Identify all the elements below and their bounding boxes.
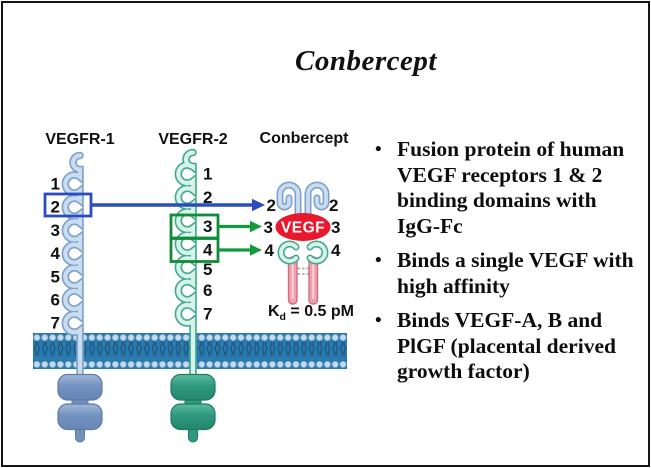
bullet-item-1: • Fusion protein of human VEGF receptors… xyxy=(375,137,643,239)
conbercept-domain34-loops xyxy=(277,240,329,265)
vegf-label: VEGF xyxy=(281,220,325,237)
conbercept-left-3-label: 3 xyxy=(264,218,273,237)
vegfr1-domain-3-label: 3 xyxy=(51,221,60,240)
vegfr1-domain-1-label: 1 xyxy=(51,175,60,194)
vegfr1-domain-4-label: 4 xyxy=(51,244,61,263)
vegfr1-chain xyxy=(61,151,84,380)
conbercept-left-4-label: 4 xyxy=(265,241,275,260)
vegf-ligand xyxy=(275,213,331,241)
vegfr1-domain-6-label: 6 xyxy=(51,291,60,310)
vegfr2-domain-2-label: 2 xyxy=(203,188,212,207)
slide-title: Conbercept xyxy=(295,45,437,77)
bullet-dot: • xyxy=(375,139,382,160)
conbercept-domain2-loops xyxy=(276,181,330,218)
vegfr2-chain xyxy=(174,148,197,380)
vegfr2-domain-7-label: 7 xyxy=(203,305,212,324)
conbercept-right-4-label: 4 xyxy=(331,241,341,260)
bullet-dot: • xyxy=(375,250,382,271)
conbercept-right-2-label: 2 xyxy=(329,196,338,215)
vegfr2-kinase-domain xyxy=(170,373,216,443)
kd-affinity-value: Kd = 0.5 pM xyxy=(267,303,354,324)
receptor-diagram: 1 2 3 4 5 6 7 1 2 3 4 5 6 7 xyxy=(33,148,347,443)
conbercept-molecule: VEGF 2 3 4 2 3 4 xyxy=(264,181,341,305)
vegfr2-domain-6-label: 6 xyxy=(203,281,212,300)
domain4-arrow xyxy=(218,244,262,256)
vegfr2-label: VEGFR-2 xyxy=(158,131,228,148)
bullet-dot: • xyxy=(375,310,382,331)
vegfr1-label: VEGFR-1 xyxy=(45,131,115,148)
vegfr1-domain-7-label: 7 xyxy=(51,314,60,333)
bullet-item-3: • Binds VEGF-A, B and PlGF (placental de… xyxy=(375,308,643,385)
bullet-list: • Fusion protein of human VEGF receptors… xyxy=(375,137,643,394)
conbercept-right-3-label: 3 xyxy=(331,218,340,237)
conbercept-left-2-label: 2 xyxy=(267,196,276,215)
vegfr1-kinase-domain xyxy=(57,373,103,443)
vegfr2-domain-1-label: 1 xyxy=(203,165,212,184)
vegfr2-domain-3-label: 3 xyxy=(203,217,212,236)
vegfr1-domain-5-label: 5 xyxy=(51,267,60,286)
conbercept-label: Conbercept xyxy=(259,130,349,147)
bullet-text-3: Binds VEGF-A, B and PlGF (placental deri… xyxy=(397,308,616,383)
fc-disulfide-bonds xyxy=(297,267,309,275)
vegfr2-domain-4-label: 4 xyxy=(203,241,213,260)
domain2-arrow xyxy=(91,198,265,212)
bullet-text-1: Fusion protein of human VEGF receptors 1… xyxy=(397,137,625,238)
vegfr2-domain-5-label: 5 xyxy=(203,260,212,279)
bullet-text-2: Binds a single VEGF with high affinity xyxy=(397,248,634,298)
domain3-arrow xyxy=(218,220,262,233)
vegfr1-domain-2-label: 2 xyxy=(51,198,60,217)
bullet-item-2: • Binds a single VEGF with high affinity xyxy=(375,248,643,299)
